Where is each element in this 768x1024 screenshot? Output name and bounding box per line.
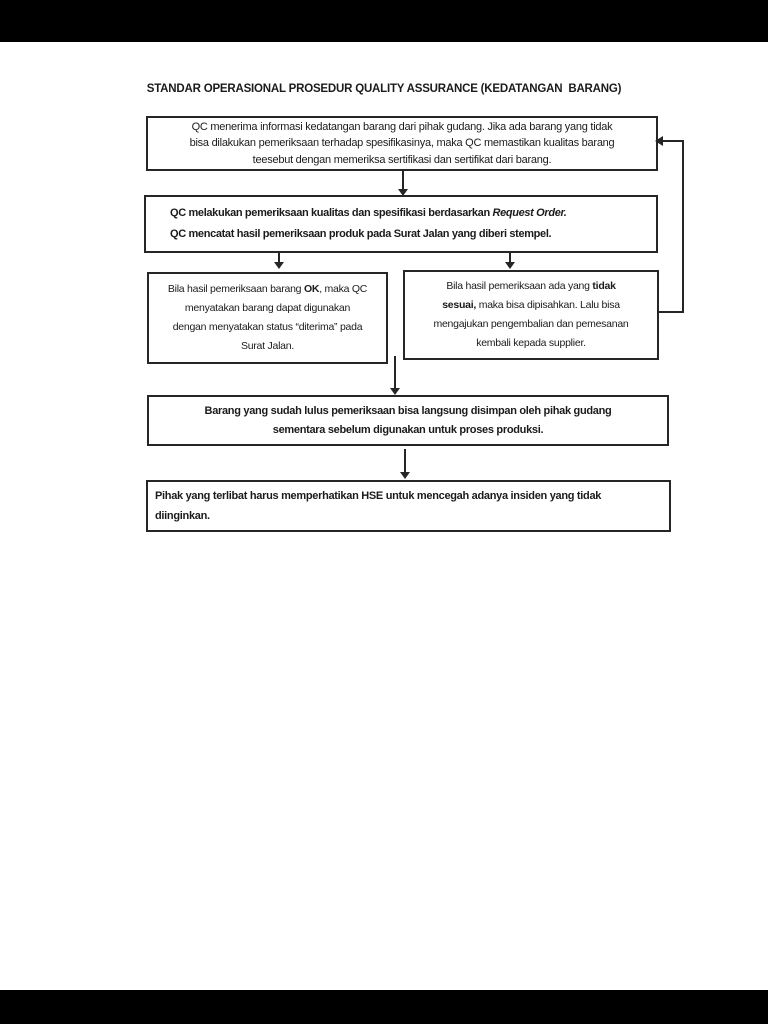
flow-box-accepted-ok: Bila hasil pemeriksaan barang OK, maka Q… <box>147 272 388 364</box>
arrow-inspect-to-reject-line <box>509 253 511 262</box>
arrow-receive-to-inspect-head <box>398 189 408 196</box>
arrow-inspect-to-reject-head <box>505 262 515 269</box>
arrow-to-store-line <box>394 356 396 388</box>
flow-box-receive-goods-info: QC menerima informasi kedatangan barang … <box>146 116 658 171</box>
flow-box-store-goods: Barang yang sudah lulus pemeriksaan bisa… <box>147 395 669 446</box>
page-title: STANDAR OPERASIONAL PROSEDUR QUALITY ASS… <box>146 83 622 95</box>
arrow-store-to-hse-head <box>400 472 410 479</box>
arrow-inspect-to-accept-line <box>278 253 280 262</box>
arrow-store-to-hse-line <box>404 449 406 472</box>
arrow-inspect-to-accept-head <box>274 262 284 269</box>
arrow-to-store-head <box>390 388 400 395</box>
flow-box-hse-notice: Pihak yang terlibat harus memperhatikan … <box>146 480 671 532</box>
feedback-line-bottom <box>659 311 684 313</box>
top-letterbox-bar <box>0 0 768 42</box>
feedback-arrow-head <box>655 136 663 146</box>
feedback-line-top <box>663 140 684 142</box>
arrow-receive-to-inspect-line <box>402 171 404 189</box>
flow-box-qc-inspection: QC melakukan pemeriksaan kualitas dan sp… <box>144 195 658 253</box>
bottom-letterbox-bar <box>0 990 768 1024</box>
feedback-line-vertical <box>682 140 684 313</box>
